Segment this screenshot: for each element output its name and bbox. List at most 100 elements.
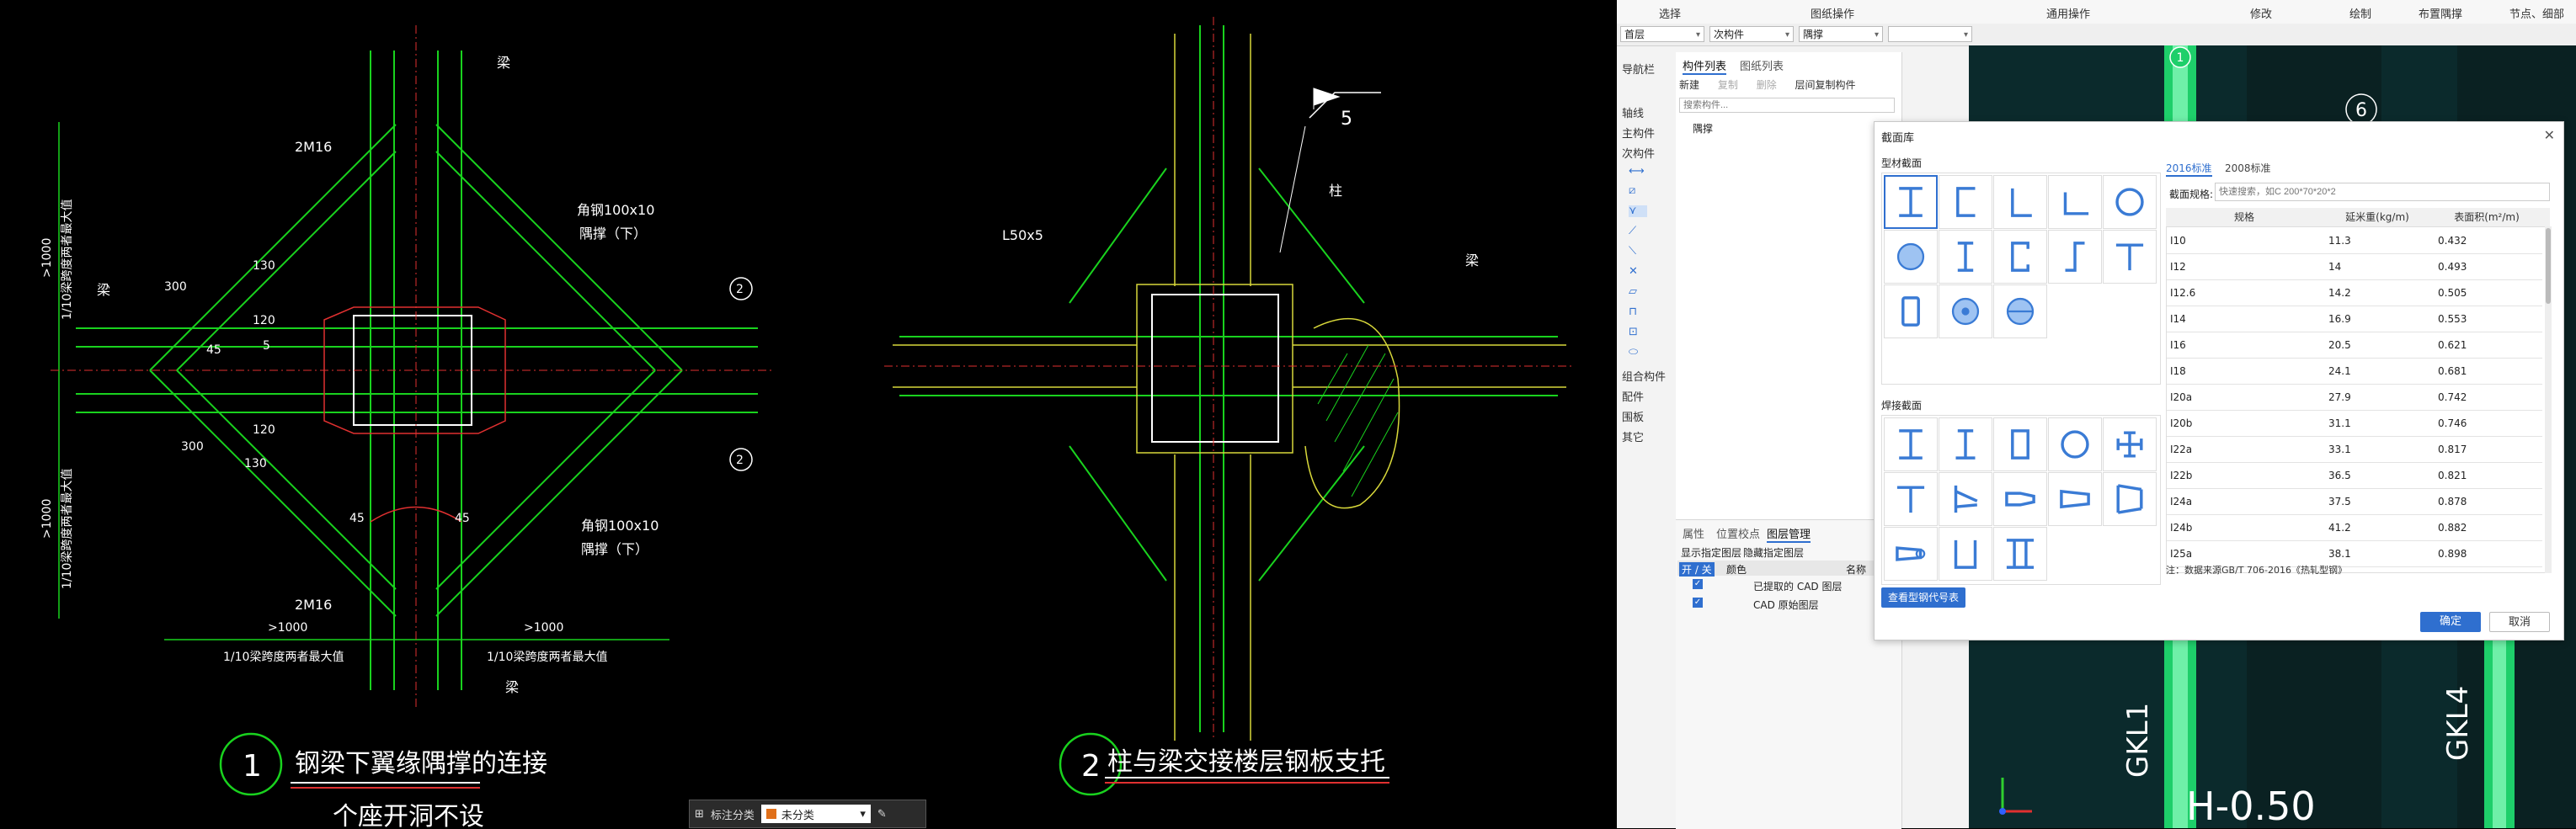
plate-icon[interactable]: ▱ [1629,285,1637,298]
floor-copy-button[interactable]: 层间复制构件 [1795,79,1856,91]
grid-icon[interactable]: ⊞ [695,807,704,821]
new-button[interactable]: 新建 [1679,79,1700,91]
extra-select[interactable] [1888,26,1972,43]
delete-button[interactable]: 删除 [1756,79,1777,91]
ribbon-drawing-ops[interactable]: 图纸操作 [1811,8,1855,21]
close-icon[interactable]: ✕ [2543,127,2555,143]
edit-icon[interactable]: ✎ [877,807,887,821]
equal-angle-section-icon[interactable] [1993,175,2047,229]
confirm-button[interactable]: 确定 [2420,612,2481,632]
ribbon-general-ops[interactable]: 通用操作 [2046,8,2091,21]
ribbon-modify[interactable]: 修改 [2250,8,2273,21]
tab-position[interactable]: 位置校点 [1716,529,1761,541]
cancel-button[interactable]: 取消 [2489,612,2550,632]
beam-icon[interactable]: ⟷ [1629,165,1645,178]
nav-cat-secondary[interactable]: 次构件 [1622,148,1656,161]
cad-drawing-canvas[interactable]: 梁 2M16 角钢100x10 隅撑（下） 梁 300 130 120 45 5… [0,0,1617,828]
round-bar-section-icon[interactable] [1884,230,1938,284]
component-type-select[interactable]: 次构件 [1709,26,1794,43]
welded-h-section-icon[interactable] [1939,417,1992,471]
channel-icon[interactable]: ⊓ [1629,306,1638,318]
nav-cat-axis[interactable]: 轴线 [1622,108,1645,120]
component-item-brace[interactable]: 隅撑 [1693,123,1714,135]
hollow-round-section-icon[interactable] [1939,284,1992,338]
ellipse-icon[interactable]: ⬭ [1629,346,1639,359]
show-layer-option[interactable]: 显示指定图层 [1681,547,1742,559]
welded-double-i-icon[interactable] [1993,527,2047,581]
window-icon[interactable]: ⊡ [1629,326,1638,338]
ribbon-place-brace[interactable]: 布置隅撑 [2419,8,2463,21]
brace-icon[interactable]: ⋎ [1629,205,1647,217]
cross-brace-icon[interactable]: ✕ [1629,265,1638,278]
lookup-code-button[interactable]: 查看型钢代号表 [1881,587,1965,608]
checkbox-checked-icon[interactable]: ✓ [1693,598,1703,608]
welded-i-section-icon[interactable] [1884,417,1938,471]
nav-cat-combined[interactable]: 组合构件 [1622,371,1667,384]
floor-select[interactable]: 首层 [1620,26,1704,43]
toggle-head[interactable]: 开 / 关 [1679,562,1715,577]
nav-cat-panel[interactable]: 围板 [1622,412,1645,424]
welded-tapered-box-icon[interactable] [1993,472,2047,526]
ribbon-node-detail[interactable]: 节点、细部 [2509,8,2565,21]
nav-cat-accessory[interactable]: 配件 [1622,391,1645,404]
cad-drawing-area[interactable]: 梁 2M16 角钢100x10 隅撑（下） 梁 300 130 120 45 5… [0,0,1617,828]
t-section-icon[interactable] [2103,230,2157,284]
c-section-icon[interactable] [1993,230,2047,284]
channel-section-icon[interactable] [1939,175,1992,229]
ribbon-select[interactable]: 选择 [1659,8,1682,21]
rod-icon[interactable]: ⟋ [1629,225,1637,237]
component-search-input[interactable] [1679,98,1895,113]
h-beam-section-icon[interactable] [1939,230,1992,284]
spec-search-input[interactable] [2215,183,2550,201]
tab-std-2008[interactable]: 2008标准 [2225,162,2271,174]
tab-component-list[interactable]: 构件列表 [1683,57,1727,75]
label-note-bot-l: 1/10梁跨度两者最大值 [223,651,344,664]
welded-t-section-icon[interactable] [1884,472,1938,526]
rect-tube-section-icon[interactable] [1884,284,1938,338]
z-section-icon[interactable] [2048,230,2102,284]
cell-area: 0.746 [2438,417,2467,429]
welded-cross-section-icon[interactable] [2103,417,2157,471]
hide-layer-option[interactable]: 隐藏指定图层 [1743,547,1805,559]
scroll-thumb[interactable] [2546,228,2551,304]
tab-layer-manage[interactable]: 图层管理 [1767,525,1811,543]
table-scrollbar[interactable] [2545,226,2552,573]
classify-select[interactable]: 未分类 ▾ [760,805,871,823]
component-select[interactable]: 隅撑 [1799,26,1883,43]
pipe-section-icon[interactable] [2103,175,2157,229]
sphere-section-icon[interactable] [1993,284,2047,338]
welded-u-section-icon[interactable] [1939,527,1992,581]
tab-std-2016[interactable]: 2016标准 [2166,161,2212,177]
tab-drawing-list[interactable]: 图纸列表 [1740,61,1784,73]
i-beam-section-icon[interactable] [1884,175,1938,229]
welded-tapered-h-icon[interactable] [1939,472,1992,526]
copy-button[interactable]: 复制 [1717,79,1738,91]
welded-tapered-pipe-icon[interactable] [1884,527,1938,581]
welded-tapered-rect-icon[interactable] [2048,472,2102,526]
purlin-icon[interactable]: ⧄ [1629,184,1636,197]
nav-cat-main[interactable]: 主构件 [1622,128,1656,141]
tie-icon[interactable]: ⟍ [1629,245,1637,258]
welded-pipe-section-icon[interactable] [2048,417,2102,471]
welded-box-section-icon[interactable] [1993,417,2047,471]
welded-tapered-i-icon[interactable] [2103,472,2157,526]
tab-properties[interactable]: 属性 [1683,529,1705,541]
checkbox-checked-icon[interactable]: ✓ [1693,579,1703,589]
nav-cat-other[interactable]: 其它 [1622,432,1645,444]
ribbon-draw[interactable]: 绘制 [2349,8,2372,21]
unequal-angle-section-icon[interactable] [2048,175,2102,229]
